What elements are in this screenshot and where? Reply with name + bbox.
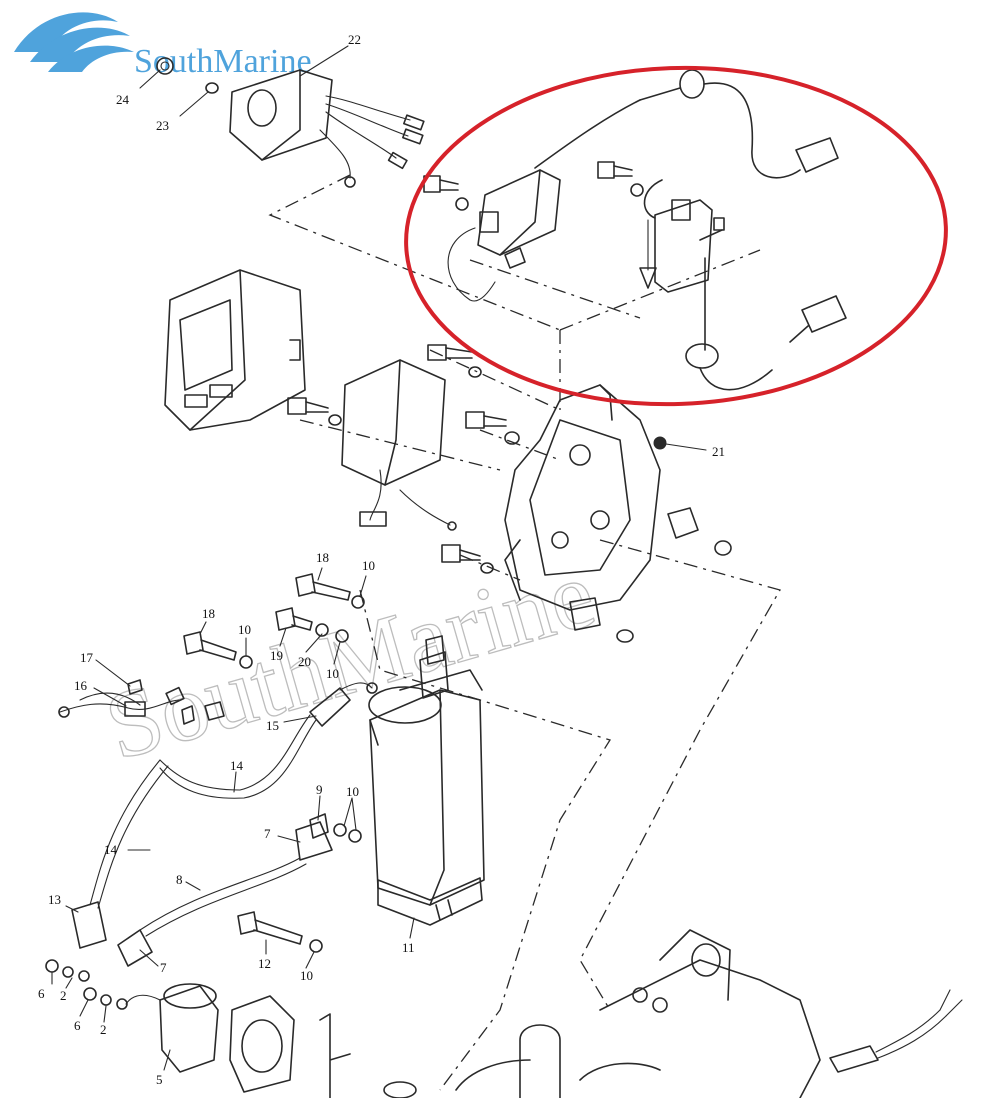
part-23-washer — [205, 82, 219, 94]
sensor-connector — [829, 989, 963, 1073]
part-5-starter-relay — [125, 983, 219, 1073]
engine-block-fragment — [383, 929, 821, 1098]
rectifier-module — [341, 359, 457, 531]
callout-13: 13 — [48, 892, 61, 907]
callout-23: 23 — [156, 118, 169, 133]
callout-20: 20 — [298, 654, 311, 669]
starter-bolts — [183, 573, 365, 669]
callout-7-upper: 7 — [264, 826, 271, 841]
part-12-bolt — [237, 911, 323, 953]
callout-10-bottom: 10 — [300, 968, 313, 983]
callout-leaders — [51, 45, 707, 1071]
callout-8: 8 — [176, 872, 183, 887]
cable-7-8 — [117, 813, 362, 967]
callout-5: 5 — [156, 1072, 163, 1087]
callout-21: 21 — [712, 444, 725, 459]
relay-holder — [229, 995, 295, 1093]
callout-10-left: 10 — [238, 622, 251, 637]
callout-10-upper: 10 — [362, 558, 375, 573]
callout-2-upper: 2 — [60, 988, 67, 1003]
clip-bracket — [319, 1013, 351, 1098]
callout-10-right: 10 — [346, 784, 359, 799]
assembly-lines — [268, 174, 781, 1091]
callout-11: 11 — [402, 940, 415, 955]
fuse-harness — [58, 679, 225, 725]
callout-7-lower: 7 — [160, 960, 167, 975]
callout-10-mid: 10 — [326, 666, 339, 681]
callout-12: 12 — [258, 956, 271, 971]
callout-6-lower: 6 — [74, 1018, 81, 1033]
watermark-text: SouthMarine — [94, 539, 605, 780]
callout-labels: 24 23 22 21 18 10 18 10 19 20 10 17 16 1… — [38, 32, 725, 1087]
callout-18-upper: 18 — [316, 550, 329, 565]
callout-16: 16 — [74, 678, 88, 693]
callout-14-upper: 14 — [230, 758, 244, 773]
callout-17: 17 — [80, 650, 94, 665]
highlight-ellipse — [404, 65, 948, 407]
callout-24: 24 — [116, 92, 130, 107]
bolt-set-center — [287, 344, 520, 574]
part-22-relay-box — [229, 69, 425, 188]
callout-6-upper: 6 — [38, 986, 45, 1001]
callout-9: 9 — [316, 782, 323, 797]
cdi-bracket — [164, 269, 306, 431]
ignition-coil-group — [423, 69, 847, 391]
wave-logo-icon — [14, 12, 134, 72]
callout-18-lower: 18 — [202, 606, 215, 621]
callout-22: 22 — [348, 32, 361, 47]
callout-2-lower: 2 — [100, 1022, 107, 1037]
part-24-nut — [156, 57, 174, 75]
callout-15: 15 — [266, 718, 279, 733]
callout-19: 19 — [270, 648, 283, 663]
callout-14-lower: 14 — [104, 842, 118, 857]
part-13-boot — [71, 901, 107, 949]
bushing-set — [569, 436, 732, 643]
mounting-plate — [504, 384, 661, 611]
nuts-washers-6-2 — [45, 959, 128, 1010]
part-11-starter-motor — [368, 635, 485, 926]
cable-14-15 — [89, 682, 378, 909]
